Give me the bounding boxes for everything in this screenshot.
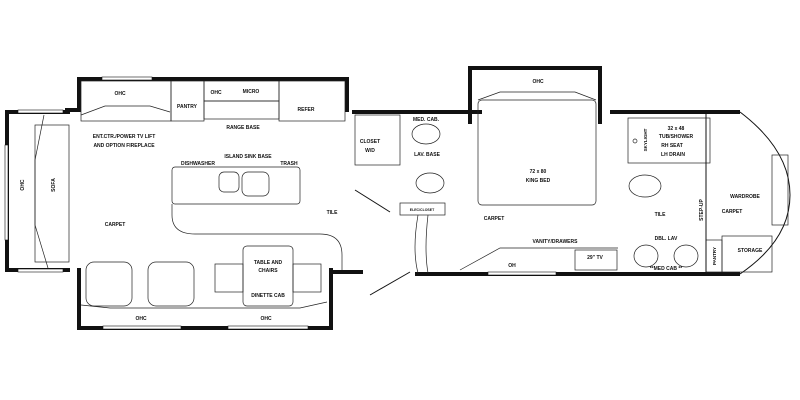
label-tub-4: LH DRAIN [661, 152, 685, 158]
label-ohc-bedroom: OHC [532, 79, 544, 85]
label-skylight: SKYLIGHT [643, 128, 648, 151]
label-ohc-bottom-1: OHC [135, 316, 147, 322]
label-ohc-kitchen: OHC [210, 90, 222, 96]
label-pantry-bath: PANTRY [712, 247, 717, 265]
label-vanity-drawers: VANITY/DRAWERS [533, 239, 579, 245]
label-med-cab: MED. CAB. [413, 117, 440, 123]
label-ohc-left: OHC [20, 179, 26, 191]
walls [4, 66, 791, 330]
label-carpet-living: CARPET [105, 222, 126, 228]
label-bed-size: 72 x 80 [530, 169, 547, 175]
label-ent-ctr-1: ENT.CTR./POWER TV LIFT [93, 134, 156, 140]
label-wardrobe: WARDROBE [730, 194, 760, 200]
label-trash: TRASH [280, 161, 298, 167]
label-refer: REFER [298, 107, 315, 113]
label-ent-ctr-2: AND OPTION FIREPLACE [93, 143, 155, 149]
label-tub-1: 32 x 48 [668, 126, 685, 132]
label-ohc-top: OHC [114, 91, 126, 97]
label-table-chairs-2: CHAIRS [258, 268, 278, 274]
label-sofa: SOFA [51, 178, 57, 192]
fixtures [34, 80, 789, 309]
label-island-sink-base: ISLAND SINK BASE [224, 154, 272, 160]
label-closet-wd-1: CLOSET [360, 139, 380, 145]
label-pantry-kitchen: PANTRY [177, 104, 198, 110]
label-carpet-bedroom: CARPET [484, 216, 505, 222]
label-ohc-bottom-2: OHC [260, 316, 272, 322]
label-storage: STORAGE [738, 248, 763, 254]
label-elec-closet: ELEC/CLOSET [410, 208, 435, 212]
label-tv: 29" TV [587, 255, 603, 261]
label-closet-wd-2: W/D [365, 148, 375, 154]
label-tile-bath: TILE [655, 212, 666, 218]
label-carpet-rear: CARPET [722, 209, 743, 215]
label-lav-base: LAV. BASE [414, 152, 441, 158]
label-oh: OH [508, 263, 516, 269]
label-dinette-cab: DINETTE CAB [251, 293, 285, 299]
label-step-up: STEP-UP [699, 199, 705, 221]
label-micro: MICRO [243, 89, 260, 95]
label-tub-3: RH SEAT [661, 143, 683, 149]
label-med-cab-bath: **MED CAB ** [650, 266, 683, 272]
label-tub-2: TUB/SHOWER [659, 134, 694, 140]
room-labels: OHC PANTRY OHC MICRO REFER RANGE BASE EN… [20, 79, 763, 322]
label-tile-kitchen: TILE [327, 210, 338, 216]
skylight-icon [632, 138, 638, 144]
label-table-chairs-1: TABLE AND [254, 260, 283, 266]
label-dishwasher: DISHWASHER [181, 161, 215, 167]
label-bed-type: KING BED [526, 178, 551, 184]
label-dbl-lav: DBL. LAV [655, 236, 678, 242]
label-range-base: RANGE BASE [226, 125, 260, 131]
